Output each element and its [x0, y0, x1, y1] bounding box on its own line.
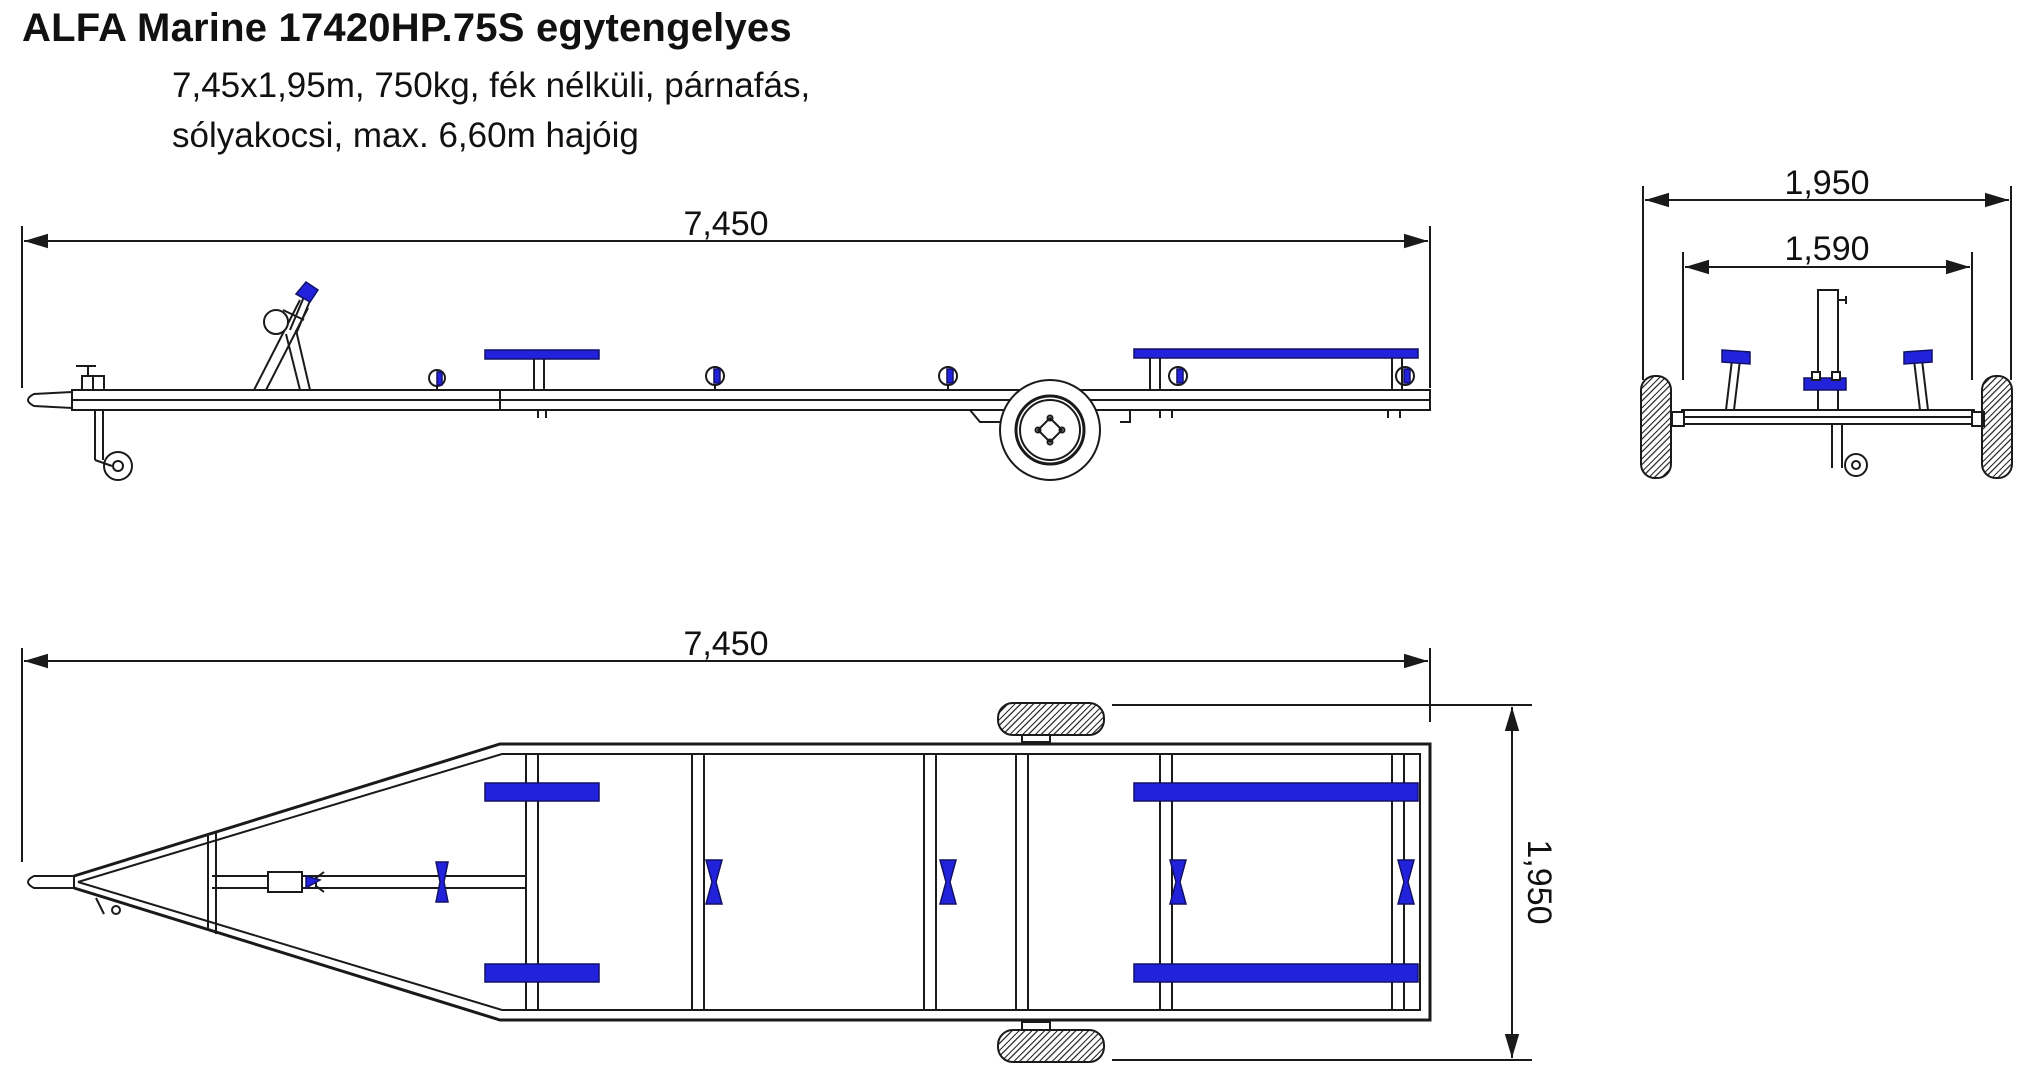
rear-bunk-left — [1721, 349, 1751, 411]
rear-axle-beam — [1671, 409, 1985, 427]
top-coupler — [27, 875, 75, 889]
rear-wheel-left — [1640, 375, 1672, 479]
drawing-title: ALFA Marine 17420HP.75S egytengelyes — [22, 6, 792, 50]
top-drawbar — [207, 832, 526, 934]
rear-bunk-top-upper — [1133, 782, 1419, 802]
side-frame — [27, 365, 1431, 411]
top-width-dimension: 1,950 — [1112, 704, 1558, 1061]
keel-roller-top-4 — [1169, 859, 1187, 905]
rear-bunk-right — [1903, 349, 1933, 411]
rear-width-label: 1,950 — [1784, 164, 1869, 202]
rear-view: 1,950 1,590 — [1640, 164, 2013, 479]
rear-center-roller — [1803, 371, 1847, 391]
keel-roller-2 — [705, 366, 725, 390]
front-bunk-side — [484, 349, 600, 418]
rear-bunk-top-lower — [1133, 963, 1419, 983]
side-length-label: 7,450 — [683, 205, 768, 243]
side-view: 7,450 — [21, 205, 1431, 481]
front-bunk-top-upper — [484, 782, 600, 802]
top-wheel-upper — [997, 702, 1105, 743]
winch-stand — [253, 281, 320, 391]
rear-bunk-side — [1133, 348, 1419, 418]
top-width-label: 1,950 — [1520, 839, 1558, 924]
keel-roller-1 — [428, 369, 446, 390]
top-view: 7,450 1,950 — [21, 625, 1558, 1063]
winch-icon — [263, 309, 289, 335]
keel-roller-top-5 — [1397, 859, 1415, 905]
top-wheel-lower — [997, 1021, 1105, 1063]
keel-roller-top-1 — [435, 861, 449, 903]
keel-roller-4 — [1168, 366, 1188, 386]
coupler — [27, 390, 73, 410]
rear-inner-width-label: 1,590 — [1784, 230, 1869, 268]
rear-inner-width-dimension: 1,590 — [1682, 230, 1973, 380]
front-bunk-top-lower — [484, 963, 600, 983]
top-frame — [27, 742, 1432, 1022]
main-wheel-side — [969, 379, 1131, 481]
side-length-dimension: 7,450 — [21, 205, 1431, 388]
keel-roller-5 — [1395, 366, 1415, 386]
top-length-label: 7,450 — [683, 625, 768, 663]
rear-width-dimension: 1,950 — [1642, 164, 2012, 380]
keel-roller-top-3 — [939, 859, 957, 905]
jockey-wheel — [92, 375, 133, 481]
rear-wheel-right — [1981, 375, 2013, 479]
keel-roller-top-2 — [705, 859, 723, 905]
spec-line-2: sólyakocsi, max. 6,60m hajóig — [172, 116, 639, 155]
keel-roller-3 — [938, 366, 958, 390]
spec-line-1: 7,45x1,95m, 750kg, fék nélküli, párnafás… — [172, 66, 811, 105]
top-length-dimension: 7,450 — [21, 625, 1431, 862]
